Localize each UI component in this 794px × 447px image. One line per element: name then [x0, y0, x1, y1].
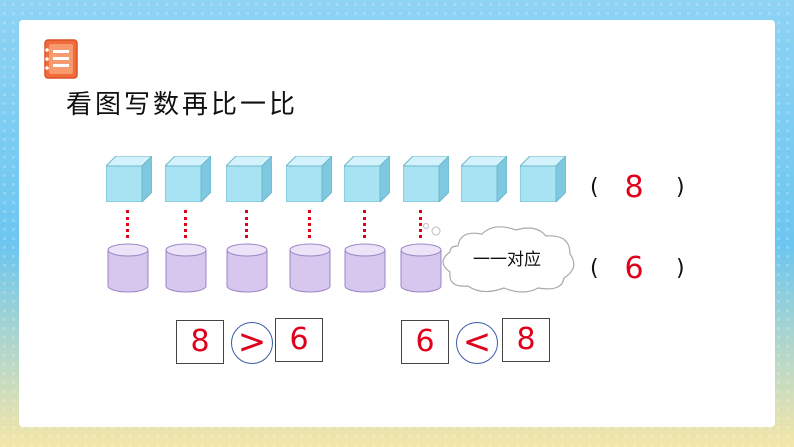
- dotted-line: [419, 210, 425, 238]
- compare-left-value-1: 8: [176, 320, 224, 364]
- compare-right-value-1: 6: [275, 318, 323, 362]
- paren-close-2: ): [676, 256, 685, 281]
- cube: [401, 154, 451, 204]
- paren-close-1: ): [676, 175, 685, 200]
- bubble-text: 一一对应: [473, 250, 541, 270]
- cube-count-answer: 8: [624, 170, 644, 205]
- thought-bubble: [423, 223, 575, 293]
- cube: [104, 154, 154, 204]
- cylinder: [225, 242, 269, 294]
- cylinder: [106, 242, 150, 294]
- cube: [518, 154, 568, 204]
- dotted-line: [245, 210, 251, 238]
- cylinder-count-answer: 6: [624, 251, 644, 286]
- dotted-line: [308, 210, 314, 238]
- notebook-icon: [44, 39, 78, 79]
- cylinder: [399, 242, 443, 294]
- cylinder: [164, 242, 208, 294]
- compare-right-value-2: 8: [502, 318, 550, 362]
- dotted-line: [126, 210, 132, 238]
- dotted-line: [363, 210, 369, 238]
- page-title: 看图写数再比一比: [66, 90, 299, 120]
- cube: [224, 154, 274, 204]
- compare-symbol-2: <: [456, 322, 498, 364]
- cylinder: [288, 242, 332, 294]
- cube: [163, 154, 213, 204]
- dotted-line: [184, 210, 190, 238]
- cube: [284, 154, 334, 204]
- paren-open-2: (: [590, 256, 599, 281]
- cube: [459, 154, 509, 204]
- cylinder: [343, 242, 387, 294]
- paren-open-1: (: [590, 175, 599, 200]
- compare-symbol-1: >: [231, 322, 273, 364]
- cube: [342, 154, 392, 204]
- compare-left-value-2: 6: [401, 320, 449, 364]
- content-card: [19, 20, 775, 427]
